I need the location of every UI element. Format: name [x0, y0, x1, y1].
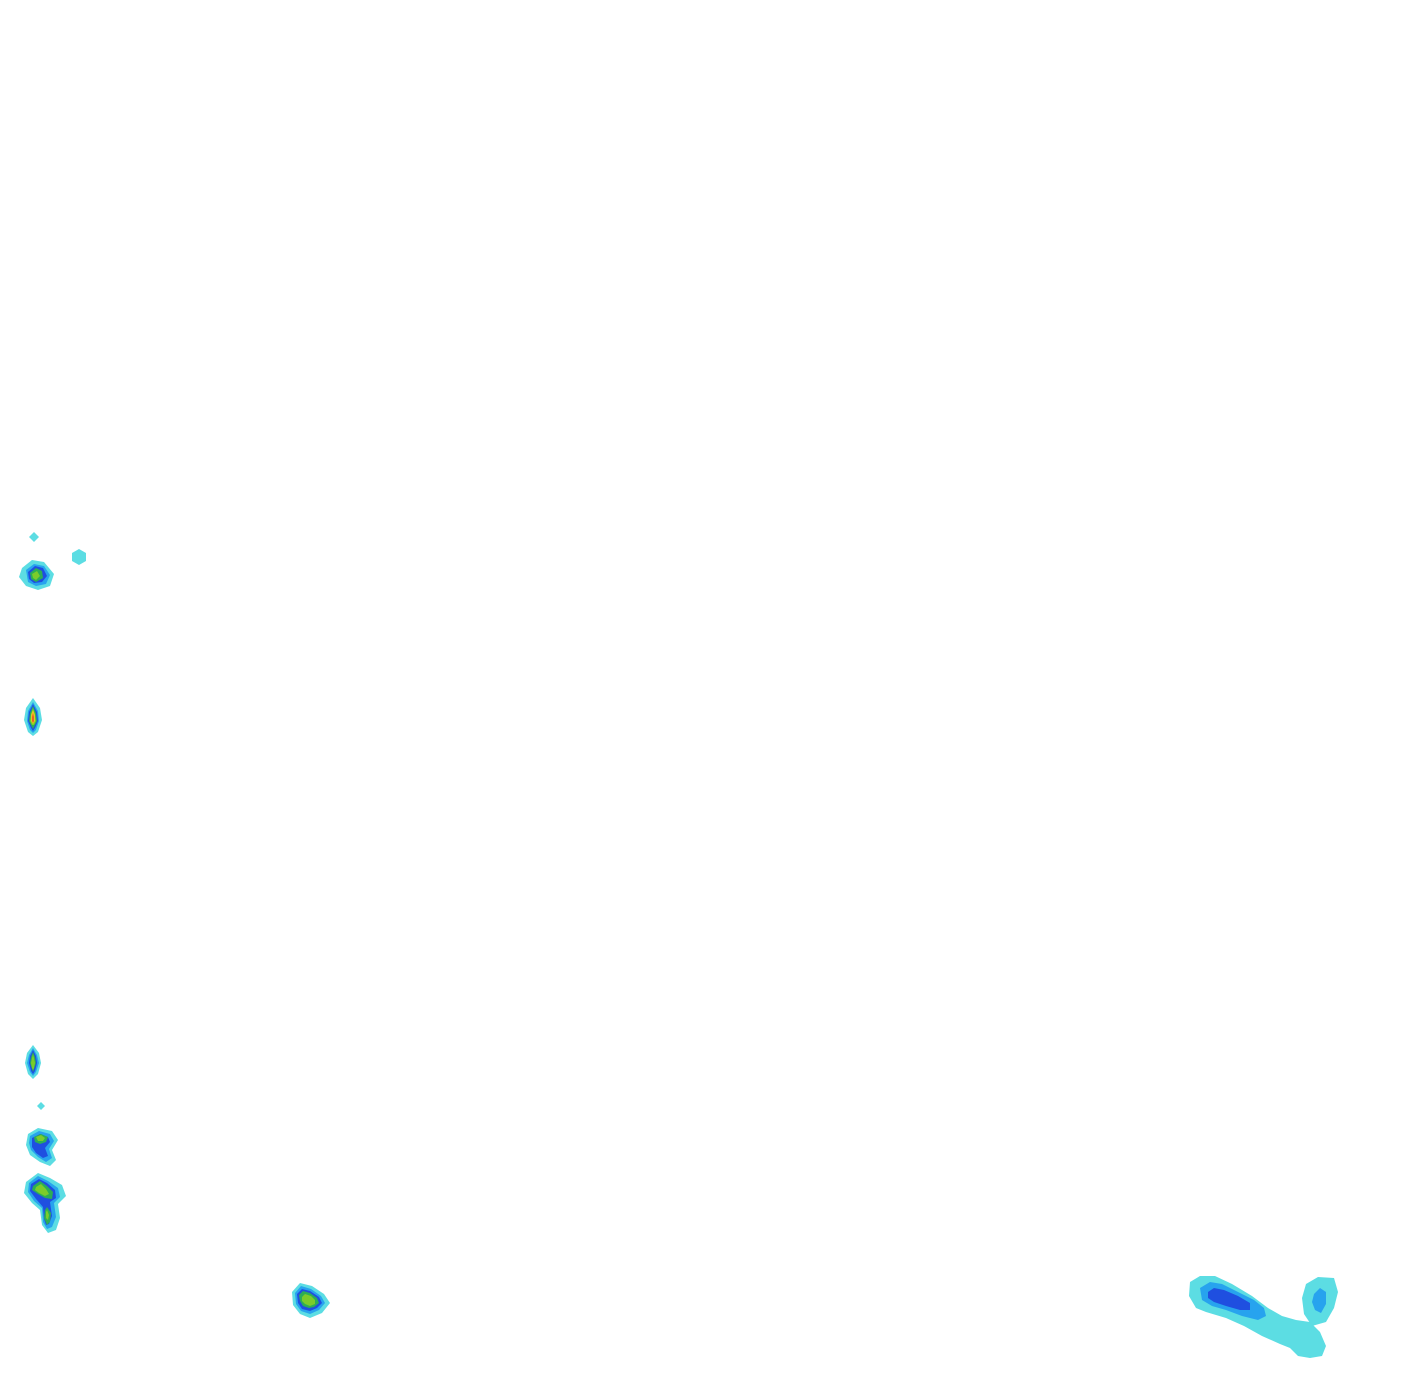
contour-level-1: [37, 1102, 45, 1110]
contour-level-5: [32, 571, 40, 580]
contour-level-1: [29, 532, 39, 542]
contour-blob: [24, 698, 42, 736]
contour-blob: [26, 1128, 58, 1166]
contour-level-1: [72, 549, 86, 565]
contour-level-7: [32, 713, 34, 723]
contour-blob: [37, 1102, 45, 1110]
contour-blob: [19, 560, 54, 590]
contour-blob: [25, 1045, 41, 1079]
contour-level-5: [46, 1210, 49, 1220]
contour-blob: [72, 549, 86, 565]
contour-level-5: [36, 1135, 45, 1141]
contour-level-5: [35, 1184, 49, 1196]
contour-level-5: [302, 1294, 315, 1306]
contour-blob: [29, 532, 39, 542]
contour-level-5: [31, 1054, 35, 1070]
contour-level-3: [1208, 1288, 1250, 1310]
contour-blob: [24, 1173, 66, 1233]
contour-blob: [1189, 1276, 1326, 1358]
contour-blob: [292, 1283, 330, 1318]
contour-blob: [1302, 1277, 1338, 1326]
contour-level-2: [1312, 1288, 1326, 1313]
